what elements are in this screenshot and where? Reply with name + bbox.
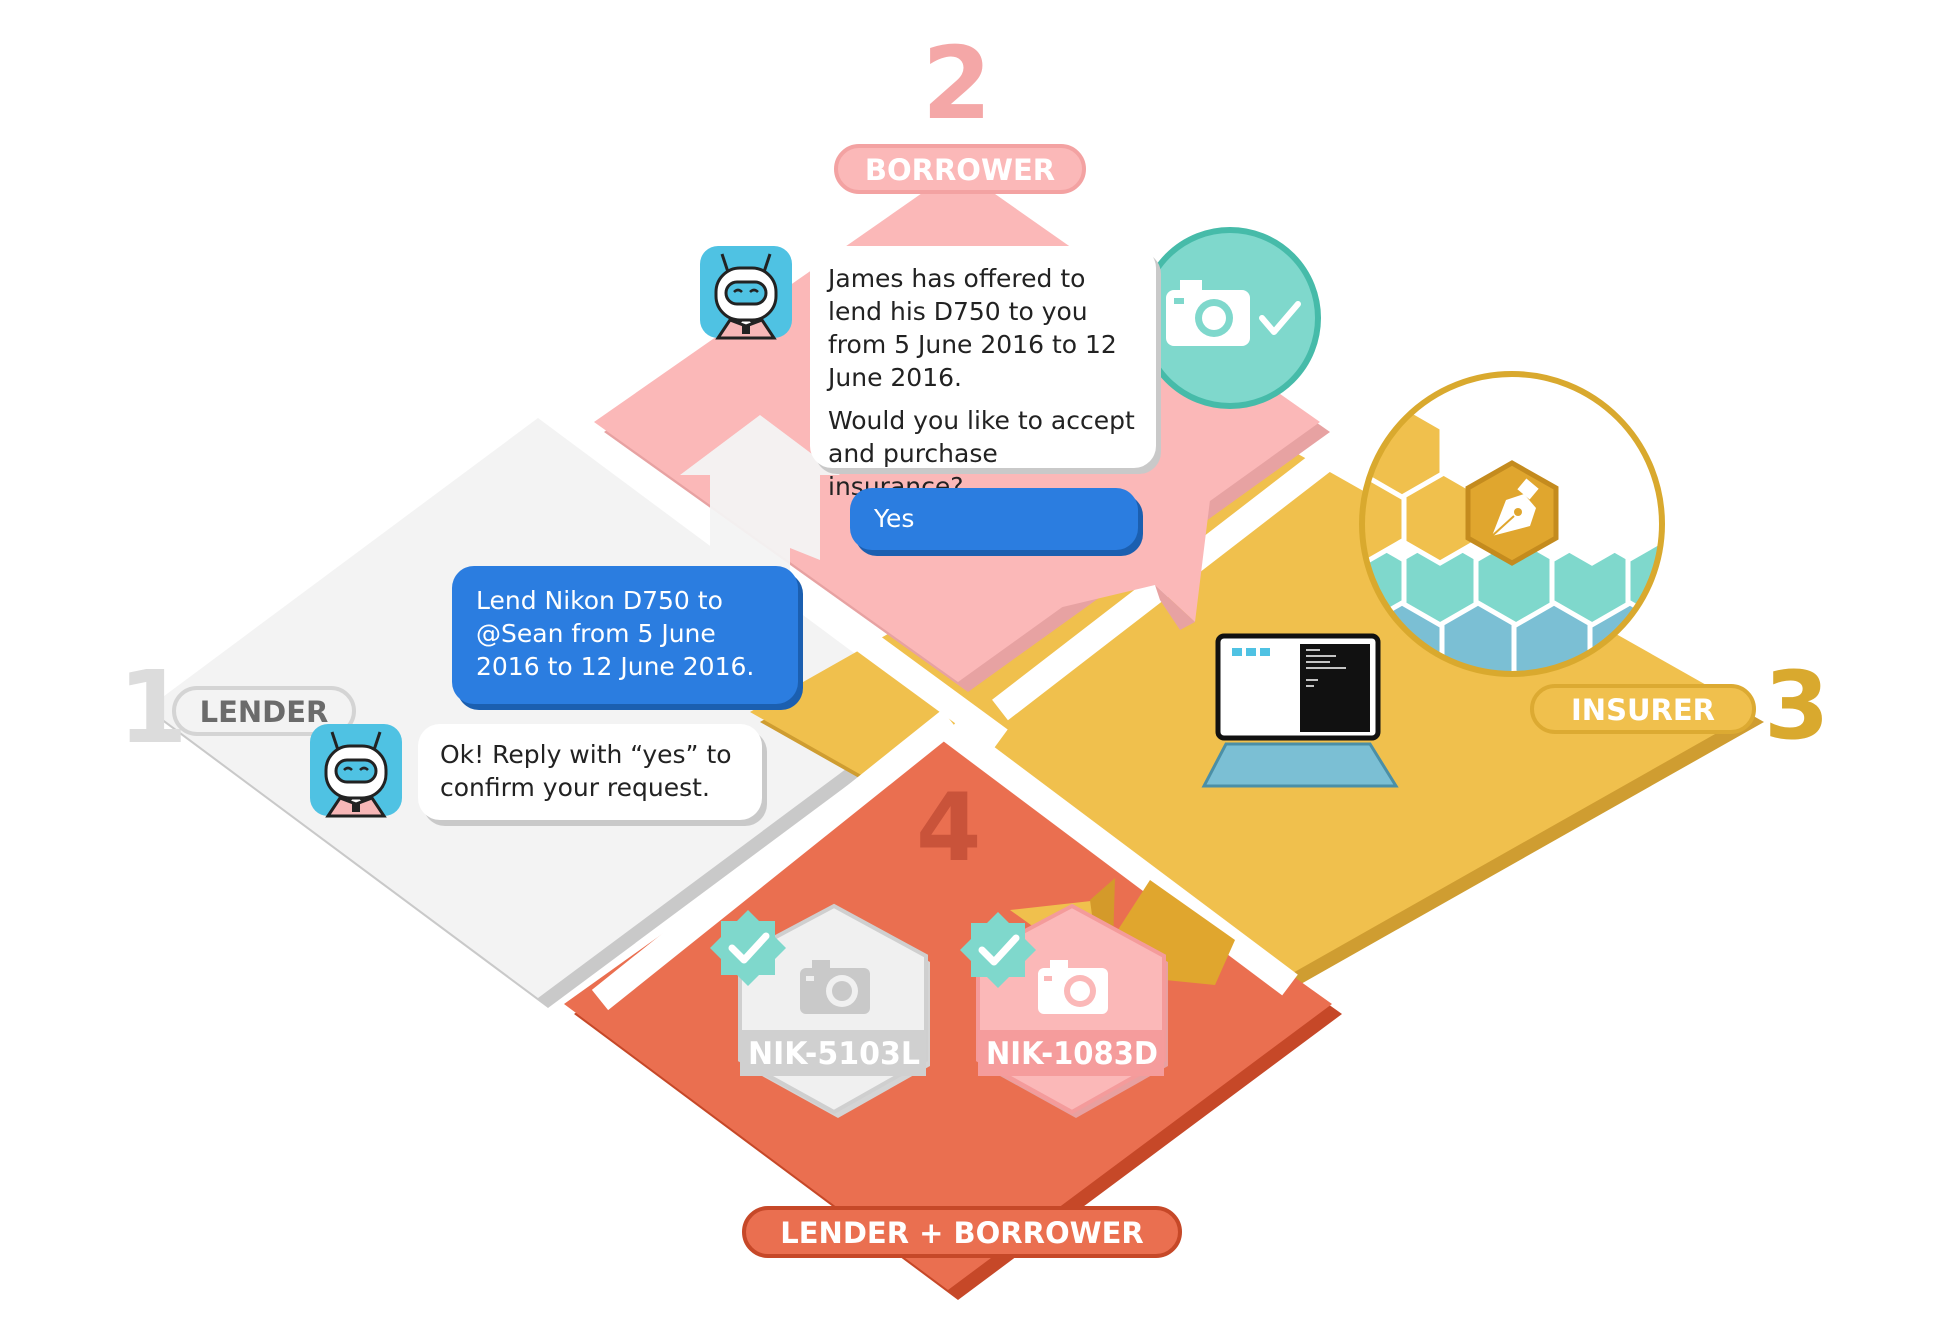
pen-nib-icon	[1491, 478, 1539, 537]
borrower-label-text: BORROWER	[865, 153, 1055, 187]
camera-icon	[1038, 960, 1108, 1014]
token-id-1: NIK-5103L	[748, 1036, 920, 1072]
both-label-text: LENDER + BORROWER	[780, 1216, 1143, 1250]
verified-badge-icon	[960, 912, 1036, 988]
camera-verified-circle	[1139, 227, 1321, 409]
token-badge-1: NIK-5103L	[738, 903, 930, 1118]
bot-offer-message: James has offered to lend his D750 to yo…	[828, 264, 1117, 392]
lender-label: LENDER	[172, 686, 356, 736]
flow-arrow-lender-to-borrower	[680, 415, 840, 610]
bot-reply-bubble: Ok! Reply with “yes” to confirm your req…	[418, 724, 762, 820]
token-id-2: NIK-1083D	[986, 1036, 1158, 1072]
robot-icon	[700, 246, 792, 340]
lender-request-bubble: Lend Nikon D750 to @Sean from 5 June 201…	[452, 566, 798, 704]
step-number-3: 3	[1764, 652, 1829, 761]
insurer-label: INSURER	[1530, 684, 1756, 734]
borrower-label: BORROWER	[834, 144, 1086, 194]
camera-icon	[1166, 280, 1250, 346]
checkmark-icon	[1259, 301, 1301, 335]
lender-label-text: LENDER	[200, 695, 329, 729]
laptop-icon	[1201, 633, 1399, 788]
camera-icon	[800, 960, 870, 1014]
lender-request-text: Lend Nikon D750 to @Sean from 5 June 201…	[476, 586, 755, 681]
verified-badge-icon	[710, 910, 786, 986]
insurer-label-text: INSURER	[1571, 693, 1715, 727]
step-number-4: 4	[916, 774, 981, 883]
yes-reply-text: Yes	[874, 504, 915, 533]
bot-offer-bubble: James has offered to lend his D750 to yo…	[810, 246, 1156, 501]
robot-icon	[310, 724, 402, 818]
both-label: LENDER + BORROWER	[742, 1206, 1182, 1258]
bot-reply-text: Ok! Reply with “yes” to confirm your req…	[440, 740, 732, 802]
step-number-2: 2	[922, 25, 992, 142]
yes-reply-bubble[interactable]: Yes	[850, 488, 1138, 550]
